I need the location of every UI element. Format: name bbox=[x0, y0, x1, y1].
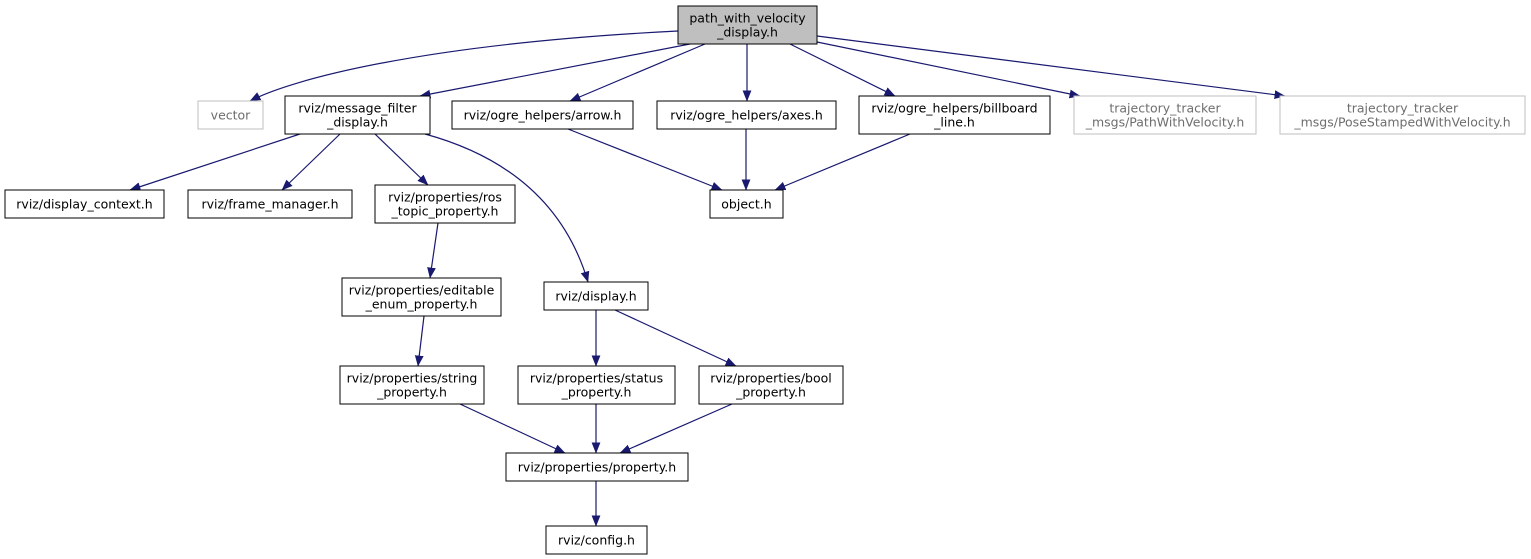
node-boolp[interactable]: rviz/properties/bool_property.h bbox=[698, 365, 844, 405]
edge-boolp-to-property bbox=[619, 403, 733, 454]
node-mfd[interactable]: rviz/message_filter_display.h bbox=[284, 95, 431, 135]
node-label: rviz/display_context.h bbox=[16, 197, 152, 212]
node-root[interactable]: path_with_velocity_display.h bbox=[677, 5, 818, 45]
node-label: rviz/ogre_helpers/axes.h bbox=[670, 108, 823, 123]
node-label: _display.h bbox=[326, 115, 388, 130]
node-label: rviz/display.h bbox=[555, 289, 636, 304]
node-label: path_with_velocity bbox=[689, 11, 806, 26]
edge-layer bbox=[129, 30, 1286, 527]
node-label: _enum_property.h bbox=[365, 297, 478, 312]
node-label: _line.h bbox=[933, 115, 975, 130]
node-box bbox=[505, 452, 689, 482]
node-box bbox=[709, 189, 784, 219]
node-dctx[interactable]: rviz/display_context.h bbox=[4, 189, 165, 219]
node-arrow[interactable]: rviz/ogre_helpers/arrow.h bbox=[451, 100, 634, 130]
edge-display-to-boolp bbox=[614, 309, 737, 367]
edge-stringp-to-property bbox=[459, 403, 566, 454]
edge-rostopic-to-editable bbox=[427, 222, 439, 279]
node-box bbox=[517, 365, 676, 405]
node-vector[interactable]: vector bbox=[197, 100, 264, 130]
node-label: vector bbox=[211, 108, 252, 123]
node-ttpose[interactable]: trajectory_tracker_msgs/PoseStampedWithV… bbox=[1279, 95, 1526, 135]
node-label: _topic_property.h bbox=[391, 204, 499, 219]
node-label: _display.h bbox=[716, 25, 778, 40]
edge-root-to-ttpath bbox=[816, 41, 1081, 99]
edge-mfd-to-fmgr bbox=[281, 133, 341, 191]
node-label: _property.h bbox=[561, 385, 632, 400]
node-box bbox=[374, 184, 516, 224]
node-ttpath[interactable]: trajectory_tracker_msgs/PathWithVelocity… bbox=[1073, 95, 1257, 135]
node-box bbox=[197, 100, 264, 130]
node-display[interactable]: rviz/display.h bbox=[543, 281, 649, 311]
node-box bbox=[284, 95, 431, 135]
node-box bbox=[1279, 95, 1526, 135]
node-box bbox=[341, 277, 502, 317]
node-box bbox=[858, 95, 1051, 135]
node-box bbox=[656, 100, 837, 130]
edge-mfd-to-rostopic bbox=[374, 133, 429, 186]
node-box bbox=[1073, 95, 1257, 135]
edge-root-to-arrow bbox=[569, 43, 706, 102]
node-box bbox=[187, 189, 353, 219]
node-box bbox=[543, 281, 649, 311]
node-label: rviz/properties/status bbox=[530, 371, 663, 386]
node-box bbox=[677, 5, 818, 45]
node-fmgr[interactable]: rviz/frame_manager.h bbox=[187, 189, 353, 219]
edge-mfd-to-display bbox=[424, 133, 590, 283]
edge-editable-to-stringp bbox=[414, 315, 425, 367]
edge-billboard-to-object bbox=[774, 133, 911, 191]
node-label: _property.h bbox=[735, 385, 806, 400]
node-rostopic[interactable]: rviz/properties/ros_topic_property.h bbox=[374, 184, 516, 224]
node-box bbox=[451, 100, 634, 130]
node-label: rviz/properties/ros bbox=[388, 190, 502, 205]
edge-root-to-ttpose bbox=[816, 35, 1286, 100]
node-label: _msgs/PathWithVelocity.h bbox=[1085, 115, 1245, 130]
node-label: _property.h bbox=[376, 385, 447, 400]
node-label: rviz/properties/string bbox=[347, 371, 478, 386]
node-box bbox=[4, 189, 165, 219]
node-label: rviz/properties/property.h bbox=[518, 460, 676, 475]
node-box bbox=[698, 365, 844, 405]
node-billboard[interactable]: rviz/ogre_helpers/billboard_line.h bbox=[858, 95, 1051, 135]
node-config[interactable]: rviz/config.h bbox=[545, 525, 648, 555]
node-label: trajectory_tracker bbox=[1109, 101, 1221, 116]
edge-root-to-billboard bbox=[789, 43, 896, 97]
node-label: rviz/message_filter bbox=[298, 101, 417, 116]
node-label: object.h bbox=[721, 197, 771, 212]
node-label: rviz/config.h bbox=[558, 533, 635, 548]
node-statusp[interactable]: rviz/properties/status_property.h bbox=[517, 365, 676, 405]
node-axes[interactable]: rviz/ogre_helpers/axes.h bbox=[656, 100, 837, 130]
edge-root-to-mfd bbox=[419, 43, 691, 99]
node-box bbox=[339, 365, 485, 405]
node-label: rviz/properties/bool bbox=[710, 371, 831, 386]
node-object[interactable]: object.h bbox=[709, 189, 784, 219]
node-editable[interactable]: rviz/properties/editable_enum_property.h bbox=[341, 277, 502, 317]
node-label: _msgs/PoseStampedWithVelocity.h bbox=[1293, 115, 1510, 130]
node-label: rviz/ogre_helpers/billboard bbox=[871, 101, 1037, 116]
edge-arrow-to-object bbox=[567, 128, 723, 191]
node-label: rviz/ogre_helpers/arrow.h bbox=[464, 108, 622, 123]
node-label: rviz/frame_manager.h bbox=[201, 197, 338, 212]
edge-root-to-vector bbox=[249, 30, 679, 102]
node-property[interactable]: rviz/properties/property.h bbox=[505, 452, 689, 482]
node-stringp[interactable]: rviz/properties/string_property.h bbox=[339, 365, 485, 405]
node-label: trajectory_tracker bbox=[1347, 101, 1459, 116]
node-box bbox=[545, 525, 648, 555]
edge-mfd-to-dctx bbox=[129, 133, 301, 191]
node-label: rviz/properties/editable bbox=[349, 283, 495, 298]
